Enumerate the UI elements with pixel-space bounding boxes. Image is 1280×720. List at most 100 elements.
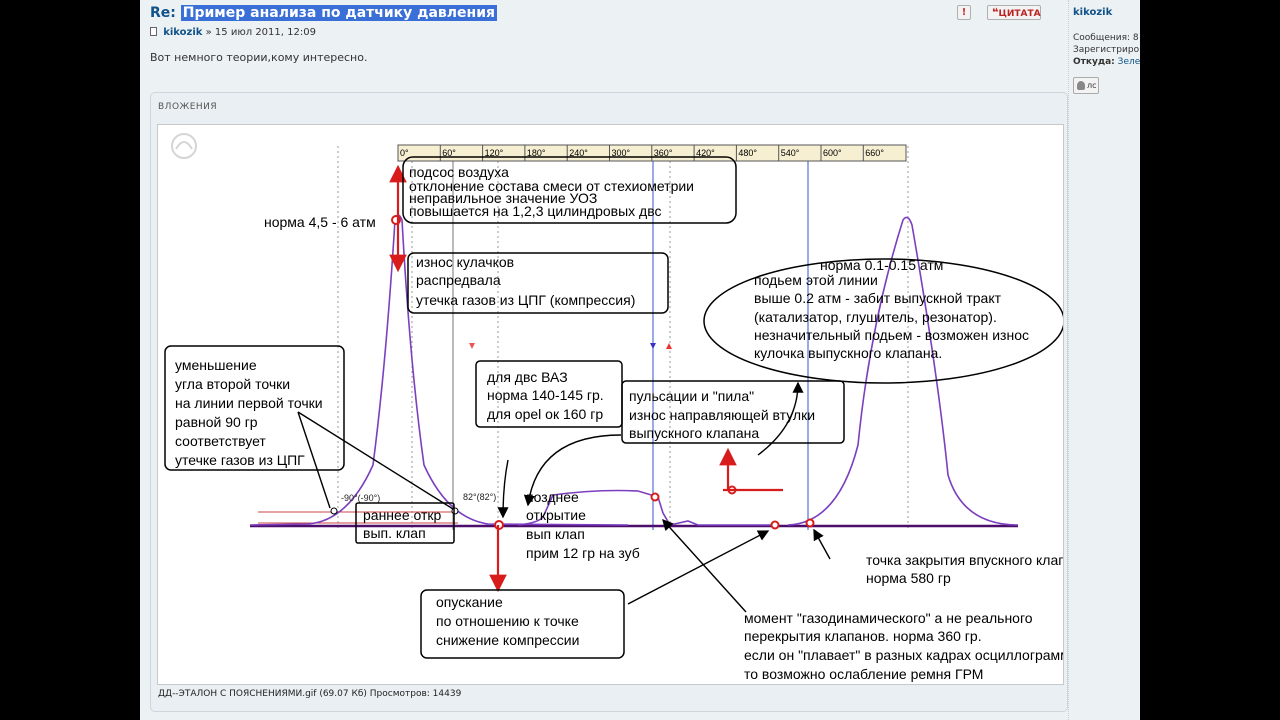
degree-tick-label: 420° bbox=[696, 148, 715, 158]
label-puls-3: выпускного клапана bbox=[629, 425, 759, 441]
label-exh-3: выше 0.2 атм - забит выпускной тракт bbox=[754, 290, 1002, 306]
quote-button[interactable]: ❝ЦИТАТА bbox=[987, 5, 1041, 20]
attachment-filename[interactable]: ДД--ЭТАЛОН С ПОЯСНЕНИЯМИ.gif (69.07 Кб) … bbox=[158, 689, 462, 699]
quote-icon: ❝ bbox=[992, 6, 999, 19]
label-angle-1: уменьшение bbox=[175, 357, 257, 373]
profile-from: Откуда: Зеле bbox=[1073, 57, 1140, 67]
label-moment-4: то возможно ослабление ремня ГРМ bbox=[744, 666, 983, 682]
attachments-box: ВЛОЖЕНИЯ bbox=[150, 92, 1068, 712]
label-exh-4: (катализатор, глушитель, резонатор). bbox=[754, 309, 997, 325]
degree-tick-label: 600° bbox=[823, 148, 842, 158]
note-box-air-leak bbox=[402, 156, 737, 224]
forum-post: Re: Пример анализа по датчику давления k… bbox=[140, 0, 1068, 720]
label-early-1: раннее откр bbox=[363, 507, 442, 523]
label-drop-2: по отношению к точке bbox=[436, 613, 579, 629]
degree-tick-label: 300° bbox=[612, 148, 631, 158]
note-ellipse-exhaust bbox=[703, 258, 1063, 384]
label-late-4: прим 12 гр на зуб bbox=[526, 545, 640, 561]
report-icon: ! bbox=[961, 7, 967, 18]
label-intake-1: точка закрытия впускного клапана bbox=[866, 552, 1064, 568]
post-profile: kikozik Сообщения: 8 Зарегистриро Откуда… bbox=[1068, 0, 1140, 720]
label-exh-6: кулочка выпускного клапана. bbox=[754, 345, 942, 361]
label-norm-peak: норма 4,5 - 6 атм bbox=[264, 214, 376, 230]
label-angle-2: угла второй точки bbox=[175, 376, 290, 392]
report-button[interactable]: ! bbox=[957, 5, 971, 20]
degree-tick-label: 660° bbox=[865, 148, 884, 158]
label-drop-3: снижение компрессии bbox=[436, 632, 579, 648]
label-exh-5: незначительный подьем - возможен износ bbox=[754, 327, 1029, 343]
note-box-early-open bbox=[355, 502, 455, 544]
label-early-2: вып. клап bbox=[363, 525, 426, 541]
post-link-icon[interactable] bbox=[150, 27, 157, 36]
pressure-trace-second-peak bbox=[787, 216, 1019, 526]
label-puls-2: износ направляющей втулки bbox=[629, 407, 815, 423]
degree-tick-label: 60° bbox=[442, 148, 456, 158]
label-vaz-3: для opel ок 160 гр bbox=[487, 406, 603, 422]
user-icon bbox=[1077, 81, 1085, 90]
grid-lines bbox=[337, 146, 909, 530]
profile-registered: Зарегистриро bbox=[1073, 45, 1140, 55]
pressure-diagram: 0°60°120°180°240°300°360°420°480°540°600… bbox=[164, 133, 1064, 682]
label-puls-1: пульсации и "пила" bbox=[629, 388, 754, 404]
label-angle-5: соответствует bbox=[175, 433, 266, 449]
degree-tick-label: 120° bbox=[485, 148, 504, 158]
marker-left-label: -90°(-90°) bbox=[341, 493, 380, 503]
post-author-link[interactable]: kikozik bbox=[163, 27, 203, 38]
label-air-leak-3: неправильное значение УОЗ bbox=[409, 190, 597, 206]
degree-tick-label: 360° bbox=[654, 148, 673, 158]
label-moment-1: момент "газодинамического" а не реальног… bbox=[744, 610, 1033, 626]
post-date: 15 июл 2011, 12:09 bbox=[214, 27, 316, 38]
label-exh-1: норма 0.1-0.15 атм bbox=[820, 257, 943, 273]
note-box-pulse bbox=[621, 380, 845, 444]
attachment-caption: ДД--ЭТАЛОН С ПОЯСНЕНИЯМИ.gif (69.07 Кб) … bbox=[158, 689, 461, 699]
post-title-text[interactable]: Пример анализа по датчику давления bbox=[180, 5, 498, 21]
label-intake-2: норма 580 гр bbox=[866, 570, 951, 586]
label-angle-4: равной 90 гр bbox=[175, 414, 258, 430]
label-vaz-1: для двс ВАЗ bbox=[487, 369, 568, 385]
post-meta: kikozik » 15 июл 2011, 12:09 bbox=[150, 27, 316, 38]
watermark-logo bbox=[171, 133, 197, 159]
post-body: Вот немного теории,кому интересно. bbox=[150, 51, 368, 64]
note-box-cam-wear bbox=[407, 252, 669, 314]
label-air-leak-4: повышается на 1,2,3 цилиндровых двс bbox=[409, 203, 662, 219]
degree-tick-label: 240° bbox=[569, 148, 588, 158]
label-late-3: вып клап bbox=[526, 526, 585, 542]
label-angle-6: утечке газов из ЦПГ bbox=[175, 452, 305, 468]
pressure-trace-exhaust bbox=[517, 489, 778, 526]
red-arrows bbox=[389, 164, 783, 593]
cursor-triangles bbox=[469, 343, 672, 349]
degree-tick-label: 180° bbox=[527, 148, 546, 158]
pm-button[interactable]: лс bbox=[1073, 77, 1099, 94]
note-box-angle bbox=[164, 345, 345, 471]
pm-label: лс bbox=[1087, 81, 1097, 90]
label-moment-2: перекрытия клапанов. норма 360 гр. bbox=[744, 628, 982, 644]
attachments-heading: ВЛОЖЕНИЯ bbox=[158, 102, 218, 112]
degree-tick-label: 0° bbox=[400, 148, 409, 158]
degree-tick-label: 540° bbox=[781, 148, 800, 158]
label-cam-3: утечка газов из ЦПГ (компрессия) bbox=[416, 292, 635, 308]
profile-username[interactable]: kikozik bbox=[1073, 7, 1113, 18]
pointer-lines bbox=[297, 381, 831, 613]
label-late-2: открытие bbox=[526, 507, 586, 523]
label-cam-1: износ кулачков bbox=[416, 254, 514, 270]
label-late-1: позднее bbox=[526, 489, 579, 505]
post-title-prefix: Re: bbox=[150, 5, 176, 21]
label-moment-3: если он "плавает" в разных кадрах осцилл… bbox=[744, 647, 1064, 663]
label-drop-1: опускание bbox=[436, 594, 503, 610]
profile-from-value: Зеле bbox=[1117, 57, 1140, 67]
label-angle-3: на линии первой точки bbox=[175, 395, 323, 411]
degree-ticks: 0°60°120°180°240°300°360°420°480°540°600… bbox=[397, 145, 884, 161]
label-air-leak-1: подсос воздуха bbox=[409, 164, 509, 180]
note-box-drop bbox=[420, 589, 625, 659]
attachment-image[interactable]: 0°60°120°180°240°300°360°420°480°540°600… bbox=[157, 124, 1064, 685]
label-cam-2: распредвала bbox=[416, 272, 501, 288]
post-title[interactable]: Re: Пример анализа по датчику давления bbox=[150, 5, 498, 21]
profile-messages: Сообщения: 8 bbox=[1073, 33, 1139, 43]
marker-right-label: 82°(82°) bbox=[463, 492, 496, 502]
label-air-leak-2: отклонение состава смеси от стехиометрии bbox=[409, 178, 694, 194]
label-exh-2: подьем этой линии bbox=[754, 272, 878, 288]
profile-from-label: Откуда: bbox=[1073, 57, 1115, 67]
forum-page: Re: Пример анализа по датчику давления k… bbox=[140, 0, 1140, 720]
label-vaz-2: норма 140-145 гр. bbox=[487, 387, 604, 403]
quote-label: ЦИТАТА bbox=[998, 9, 1041, 19]
